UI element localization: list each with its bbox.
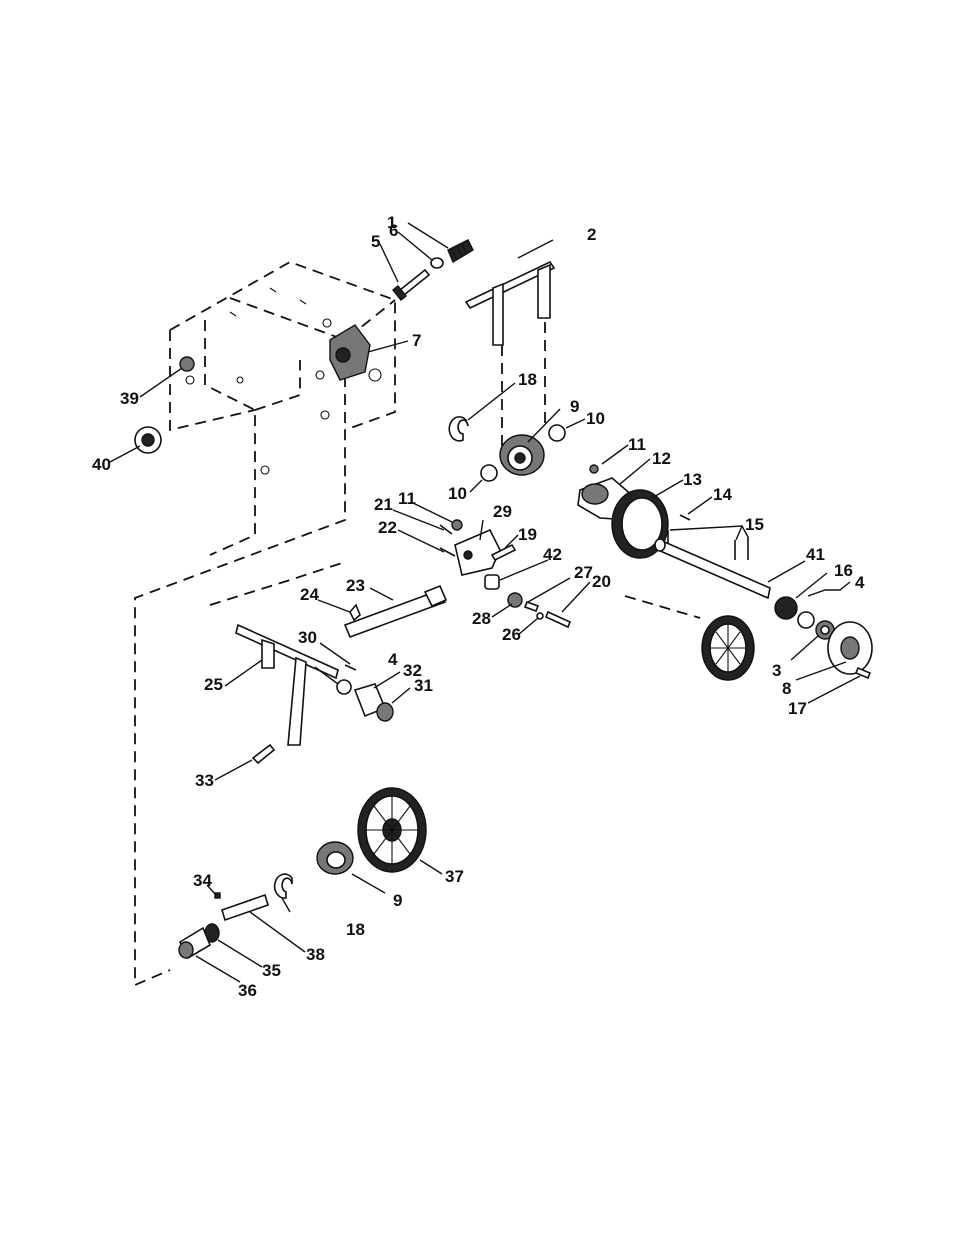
callout-10-upper: 10 [586, 409, 605, 428]
part-hub-36 [179, 928, 210, 958]
part-washer-10a [549, 425, 565, 441]
part-bushing-40 [135, 427, 161, 453]
callout-7: 7 [412, 331, 421, 350]
callout-29: 29 [493, 502, 512, 521]
callout-9-upper: 9 [570, 397, 579, 416]
callout-21: 21 [374, 495, 393, 514]
callout-3: 3 [772, 661, 781, 680]
callout-11-upper: 11 [628, 435, 646, 454]
callout-40: 40 [92, 455, 111, 474]
callout-35: 35 [262, 961, 281, 980]
callout-34: 34 [193, 871, 212, 890]
callout-14: 14 [713, 485, 732, 504]
part-nut-39 [180, 357, 194, 371]
callout-24: 24 [300, 585, 319, 604]
link-dashed-bracket [210, 562, 345, 605]
part-bracket-29 [455, 530, 500, 575]
callout-17: 17 [788, 699, 807, 718]
part-bolt-20 [546, 612, 570, 627]
callout-labels: 1 2 3 4 4 5 6 7 8 9 9 10 10 11 11 12 13 … [92, 213, 865, 1000]
part-cotter-33 [253, 745, 274, 763]
callout-4-right: 4 [855, 573, 865, 592]
part-ring-18b [275, 874, 292, 898]
callout-28: 28 [472, 609, 491, 628]
callout-33: 33 [195, 771, 214, 790]
part-pin-14 [680, 515, 690, 520]
callout-37: 37 [445, 867, 464, 886]
part-pin-30 [345, 665, 356, 670]
part-washer-6 [431, 258, 443, 268]
part-bushing-31 [377, 703, 393, 721]
part-axle-41 [655, 539, 770, 598]
callout-38: 38 [306, 945, 325, 964]
callout-4-left: 4 [388, 650, 398, 669]
part-clip-24 [350, 605, 360, 620]
part-nut-11a [590, 465, 598, 473]
leader-lines [110, 223, 860, 982]
part-bolt-5 [393, 270, 429, 300]
part-pin-27 [525, 602, 538, 611]
part-pulley-37 [358, 788, 426, 872]
part-spacer-42 [485, 575, 499, 589]
part-bearing-9a [500, 435, 544, 475]
callout-10-lower: 10 [448, 484, 467, 503]
callout-2: 2 [587, 225, 596, 244]
callout-16: 16 [834, 561, 853, 580]
part-bolt-22 [440, 548, 455, 556]
part-washer-4b [337, 680, 351, 694]
callout-6: 6 [389, 221, 398, 240]
callout-42: 42 [543, 545, 562, 564]
part-ring-18a [449, 417, 468, 441]
part-nut-11b [452, 520, 462, 530]
part-washer-4a [798, 612, 814, 628]
callout-27: 27 [574, 563, 593, 582]
callout-30: 30 [298, 628, 317, 647]
callout-11-lower: 11 [398, 489, 416, 508]
callout-12: 12 [652, 449, 671, 468]
callout-18-lower: 18 [346, 920, 365, 939]
callout-20: 20 [592, 572, 611, 591]
callout-23: 23 [346, 576, 365, 595]
part-nut-7 [330, 325, 370, 380]
part-lever-shaft-2 [466, 262, 554, 345]
part-shift-shaft-25 [236, 625, 338, 745]
part-washer-10b [481, 465, 497, 481]
link-dashed-shaft [625, 596, 700, 618]
callout-18-upper: 18 [518, 370, 537, 389]
callout-8: 8 [782, 679, 791, 698]
callout-41: 41 [806, 545, 825, 564]
callout-9-lower: 9 [393, 891, 402, 910]
callout-39: 39 [120, 389, 139, 408]
callout-36: 36 [238, 981, 257, 1000]
part-wheel-hub-right [702, 616, 754, 680]
part-gear-16 [775, 597, 797, 619]
callout-25: 25 [204, 675, 223, 694]
callout-19: 19 [518, 525, 537, 544]
callout-26: 26 [502, 625, 521, 644]
callout-32: 32 [403, 661, 422, 680]
callout-13: 13 [683, 470, 702, 489]
callout-22: 22 [378, 518, 397, 537]
callout-15: 15 [745, 515, 764, 534]
part-bearing-9b [317, 842, 353, 874]
callout-5: 5 [371, 232, 380, 251]
part-shaft-38 [222, 895, 268, 920]
part-spring [448, 240, 473, 262]
